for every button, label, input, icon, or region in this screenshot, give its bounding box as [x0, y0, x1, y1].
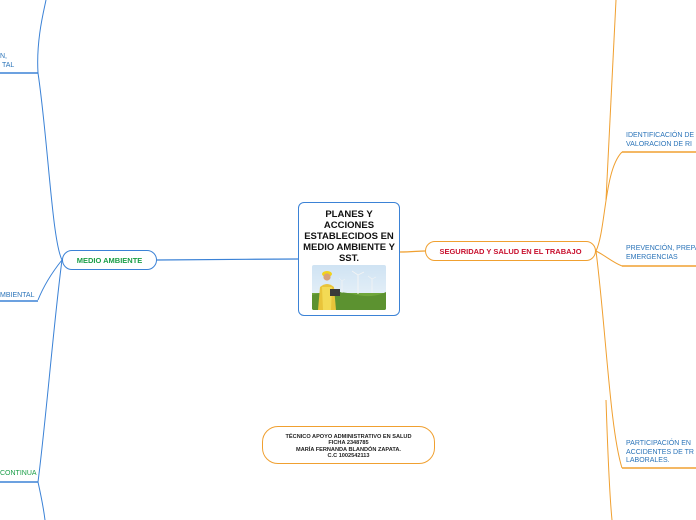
connector-ma-trunk-mid: [37, 259, 63, 301]
connector-ma-trunk-very-top: [37, 0, 47, 74]
connector-sst-trunk-mid: [595, 250, 623, 267]
central-topic-node[interactable]: PLANES Y ACCIONES ESTABLECIDOS EN MEDIO …: [298, 202, 400, 316]
leaf-medio-ambiente-2[interactable]: MBIENTAL: [0, 292, 35, 299]
central-topic-title: PLANES Y ACCIONES ESTABLECIDOS EN MEDIO …: [303, 209, 395, 264]
leaf-medio-ambiente-3[interactable]: CONTINUA: [0, 470, 37, 477]
connector-central-medio-ambiente: [156, 258, 299, 261]
branch-medio-ambiente[interactable]: MEDIO AMBIENTE: [62, 250, 157, 270]
connector-sst-trunk-bottom: [595, 250, 623, 469]
connector-sst-trunk-end: [605, 399, 613, 520]
leaf-sst-identificacion[interactable]: IDENTIFICACIÓN DE VALORACION DE RI: [626, 132, 695, 148]
credits-program: TÉCNICO APOYO ADMINISTRATIVO EN SALUD: [285, 434, 412, 440]
leaf-sst-participacion[interactable]: PARTICIPACIÓN EN ACCIDENTES DE TR LABORA…: [626, 440, 694, 465]
connector-ma-trunk-bottom: [37, 259, 63, 483]
connector-sst-trunk-top: [595, 151, 623, 252]
connector-sst-trunk-very-top: [605, 0, 617, 201]
credits-ficha: FICHA 2348785: [328, 440, 369, 447]
credits-node[interactable]: TÉCNICO APOYO ADMINISTRATIVO EN SALUD FI…: [262, 426, 435, 464]
branch-seguridad-salud-trabajo[interactable]: SEGURIDAD Y SALUD EN EL TRABAJO: [425, 241, 596, 261]
connector-ma-trunk-top: [37, 72, 63, 261]
credits-author: MARÍA FERNANDA BLANDÓN ZAPATA.: [296, 446, 401, 453]
credits-id: C.C 1002542113: [327, 452, 370, 459]
engineer-wind-turbines-photo: [312, 265, 386, 310]
leaf-sst-prevencion[interactable]: PREVENCIÓN, PREPA EMERGENCIAS: [626, 245, 696, 261]
connector-central-sst: [399, 250, 426, 253]
leaf-medio-ambiente-1[interactable]: N, TAL: [0, 53, 15, 69]
connector-ma-trunk-end: [37, 481, 46, 520]
